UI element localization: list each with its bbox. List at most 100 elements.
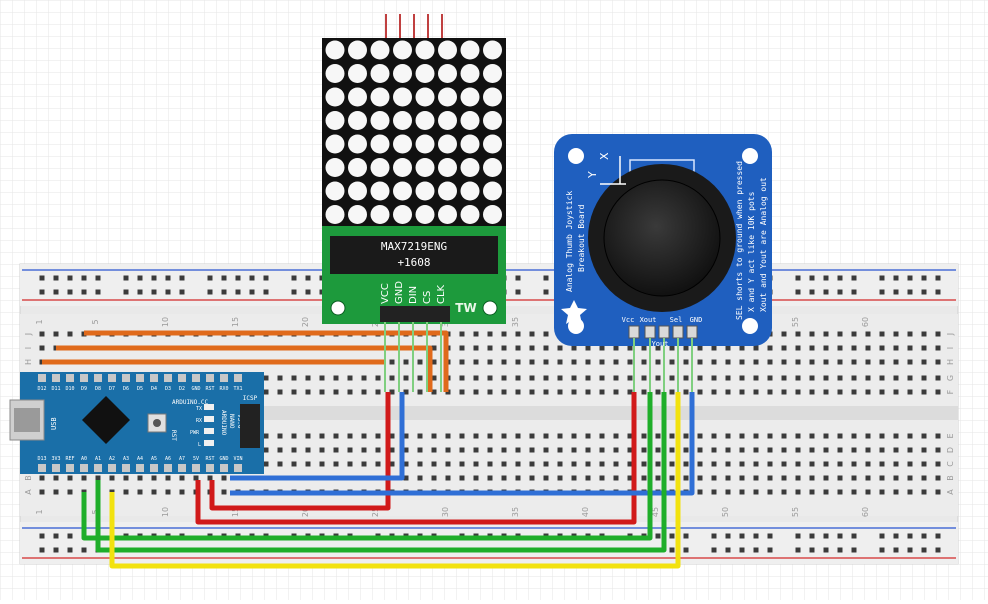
nano-pin-label: D12 [37, 386, 46, 392]
nano-leds [204, 404, 214, 446]
breadboard-hole [67, 275, 73, 281]
breadboard-hole [137, 475, 143, 481]
breadboard-hole [571, 359, 577, 365]
reset-button-cap [153, 419, 161, 427]
breadboard-hole [585, 345, 591, 351]
breadboard-hole [487, 389, 493, 395]
row-letter: J [24, 333, 33, 336]
breadboard-hole [445, 433, 451, 439]
breadboard-hole [809, 375, 815, 381]
breadboard-hole [39, 547, 45, 553]
breadboard-hole [739, 547, 745, 553]
breadboard-hole [543, 275, 549, 281]
breadboard-hole [389, 375, 395, 381]
breadboard-hole [809, 275, 815, 281]
breadboard-hole [893, 289, 899, 295]
nano-pin-label: A4 [137, 456, 143, 462]
breadboard-hole [403, 461, 409, 467]
breadboard-hole [669, 389, 675, 395]
breadboard-hole [823, 289, 829, 295]
breadboard-hole [585, 461, 591, 467]
breadboard-hole [347, 375, 353, 381]
breadboard-hole [39, 345, 45, 351]
breadboard-hole [739, 433, 745, 439]
led-dot [415, 40, 435, 60]
breadboard-hole [627, 359, 633, 365]
breadboard-hole [753, 433, 759, 439]
icsp-header [240, 404, 260, 448]
joystick-pin-label: Vcc [622, 316, 635, 324]
matrix-pin-label: CS [422, 291, 433, 304]
usb-port [14, 408, 40, 432]
breadboard-hole [53, 489, 59, 495]
breadboard-hole [501, 359, 507, 365]
led-dot [483, 64, 502, 83]
breadboard-hole [837, 547, 843, 553]
column-number: 25 [371, 507, 380, 517]
breadboard-hole [837, 289, 843, 295]
breadboard-hole [655, 345, 661, 351]
breadboard-hole [39, 275, 45, 281]
joystick-text-left: Analog Thumb Joystick Breakout Board [565, 191, 586, 292]
breadboard-hole [837, 375, 843, 381]
breadboard-hole [249, 275, 255, 281]
led-dot [325, 40, 345, 60]
breadboard-hole [361, 447, 367, 453]
column-number: 1 [35, 319, 44, 324]
breadboard-hole [683, 533, 689, 539]
breadboard-hole [697, 375, 703, 381]
breadboard-hole [907, 533, 913, 539]
breadboard-hole [767, 389, 773, 395]
nano-pin-label: GND [191, 386, 200, 392]
breadboard-hole [389, 389, 395, 395]
nano-pin [164, 374, 172, 382]
breadboard-hole [431, 433, 437, 439]
breadboard-hole [501, 433, 507, 439]
breadboard-hole [473, 375, 479, 381]
breadboard-hole [697, 489, 703, 495]
nano-pin-label: D4 [151, 386, 157, 392]
nano-pin-label: D3 [165, 386, 171, 392]
breadboard-hole [809, 289, 815, 295]
column-number: 10 [161, 317, 170, 327]
breadboard-hole [459, 433, 465, 439]
nano-pin-label: A7 [179, 456, 185, 462]
breadboard-hole [669, 461, 675, 467]
breadboard-hole [711, 447, 717, 453]
axis-arrows: X Y [586, 152, 626, 185]
breadboard-hole [151, 289, 157, 295]
breadboard-hole [627, 389, 633, 395]
breadboard-hole [515, 331, 521, 337]
nano-pin-label: RST [205, 386, 214, 392]
joystick-knob[interactable] [603, 179, 721, 297]
breadboard-hole [459, 359, 465, 365]
breadboard-hole [865, 389, 871, 395]
nano-pin-label: GND [219, 456, 228, 462]
joystick-module[interactable]: X Y Analog Thumb Joystick Breakout Board… [554, 134, 772, 392]
breadboard-hole [375, 389, 381, 395]
breadboard-hole [893, 533, 899, 539]
wire-red-matrix [209, 392, 391, 511]
breadboard-hole [809, 547, 815, 553]
breadboard-hole [39, 475, 45, 481]
nano-pin [38, 374, 46, 382]
breadboard-hole [529, 389, 535, 395]
breadboard-hole [767, 547, 773, 553]
nano-pin-label: A5 [151, 456, 157, 462]
breadboard-hole [389, 461, 395, 467]
led-dot [348, 87, 367, 107]
breadboard-hole [711, 489, 717, 495]
breadboard-hole [753, 389, 759, 395]
breadboard-hole [697, 475, 703, 481]
breadboard-hole [179, 289, 185, 295]
row-letter: J [946, 333, 955, 336]
led-dot [348, 134, 367, 154]
wire-blue-matrix [230, 392, 405, 481]
breadboard-hole [921, 375, 927, 381]
breadboard-hole [557, 359, 563, 365]
column-number: 20 [301, 317, 310, 327]
reset-label: RST [170, 430, 177, 441]
